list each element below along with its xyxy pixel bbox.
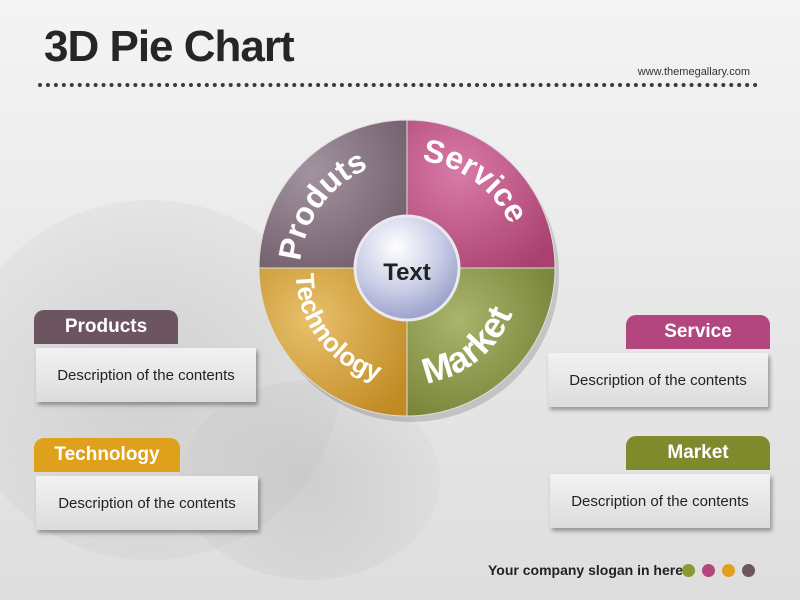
service-box-description: Description of the contents (548, 353, 768, 407)
website-url: www.themegallary.com (637, 66, 750, 78)
slogan-dot (682, 564, 695, 577)
technology-box-description: Description of the contents (36, 476, 258, 530)
products-box-title: Products (34, 310, 178, 344)
pie-center (353, 214, 461, 322)
company-slogan: Your company slogan in here (488, 562, 684, 578)
market-box-title: Market (626, 436, 770, 470)
pie-center-label: Text (383, 259, 431, 286)
technology-box-title: Technology (34, 438, 180, 472)
slogan-dot (742, 564, 755, 577)
market-box-description: Description of the contents (550, 474, 770, 528)
page-title: 3D Pie Chart (44, 22, 295, 71)
service-box-title: Service (626, 315, 770, 349)
slogan-dot (702, 564, 715, 577)
slogan-dot (722, 564, 735, 577)
products-box-description: Description of the contents (36, 348, 256, 402)
dotted-divider (38, 83, 758, 87)
